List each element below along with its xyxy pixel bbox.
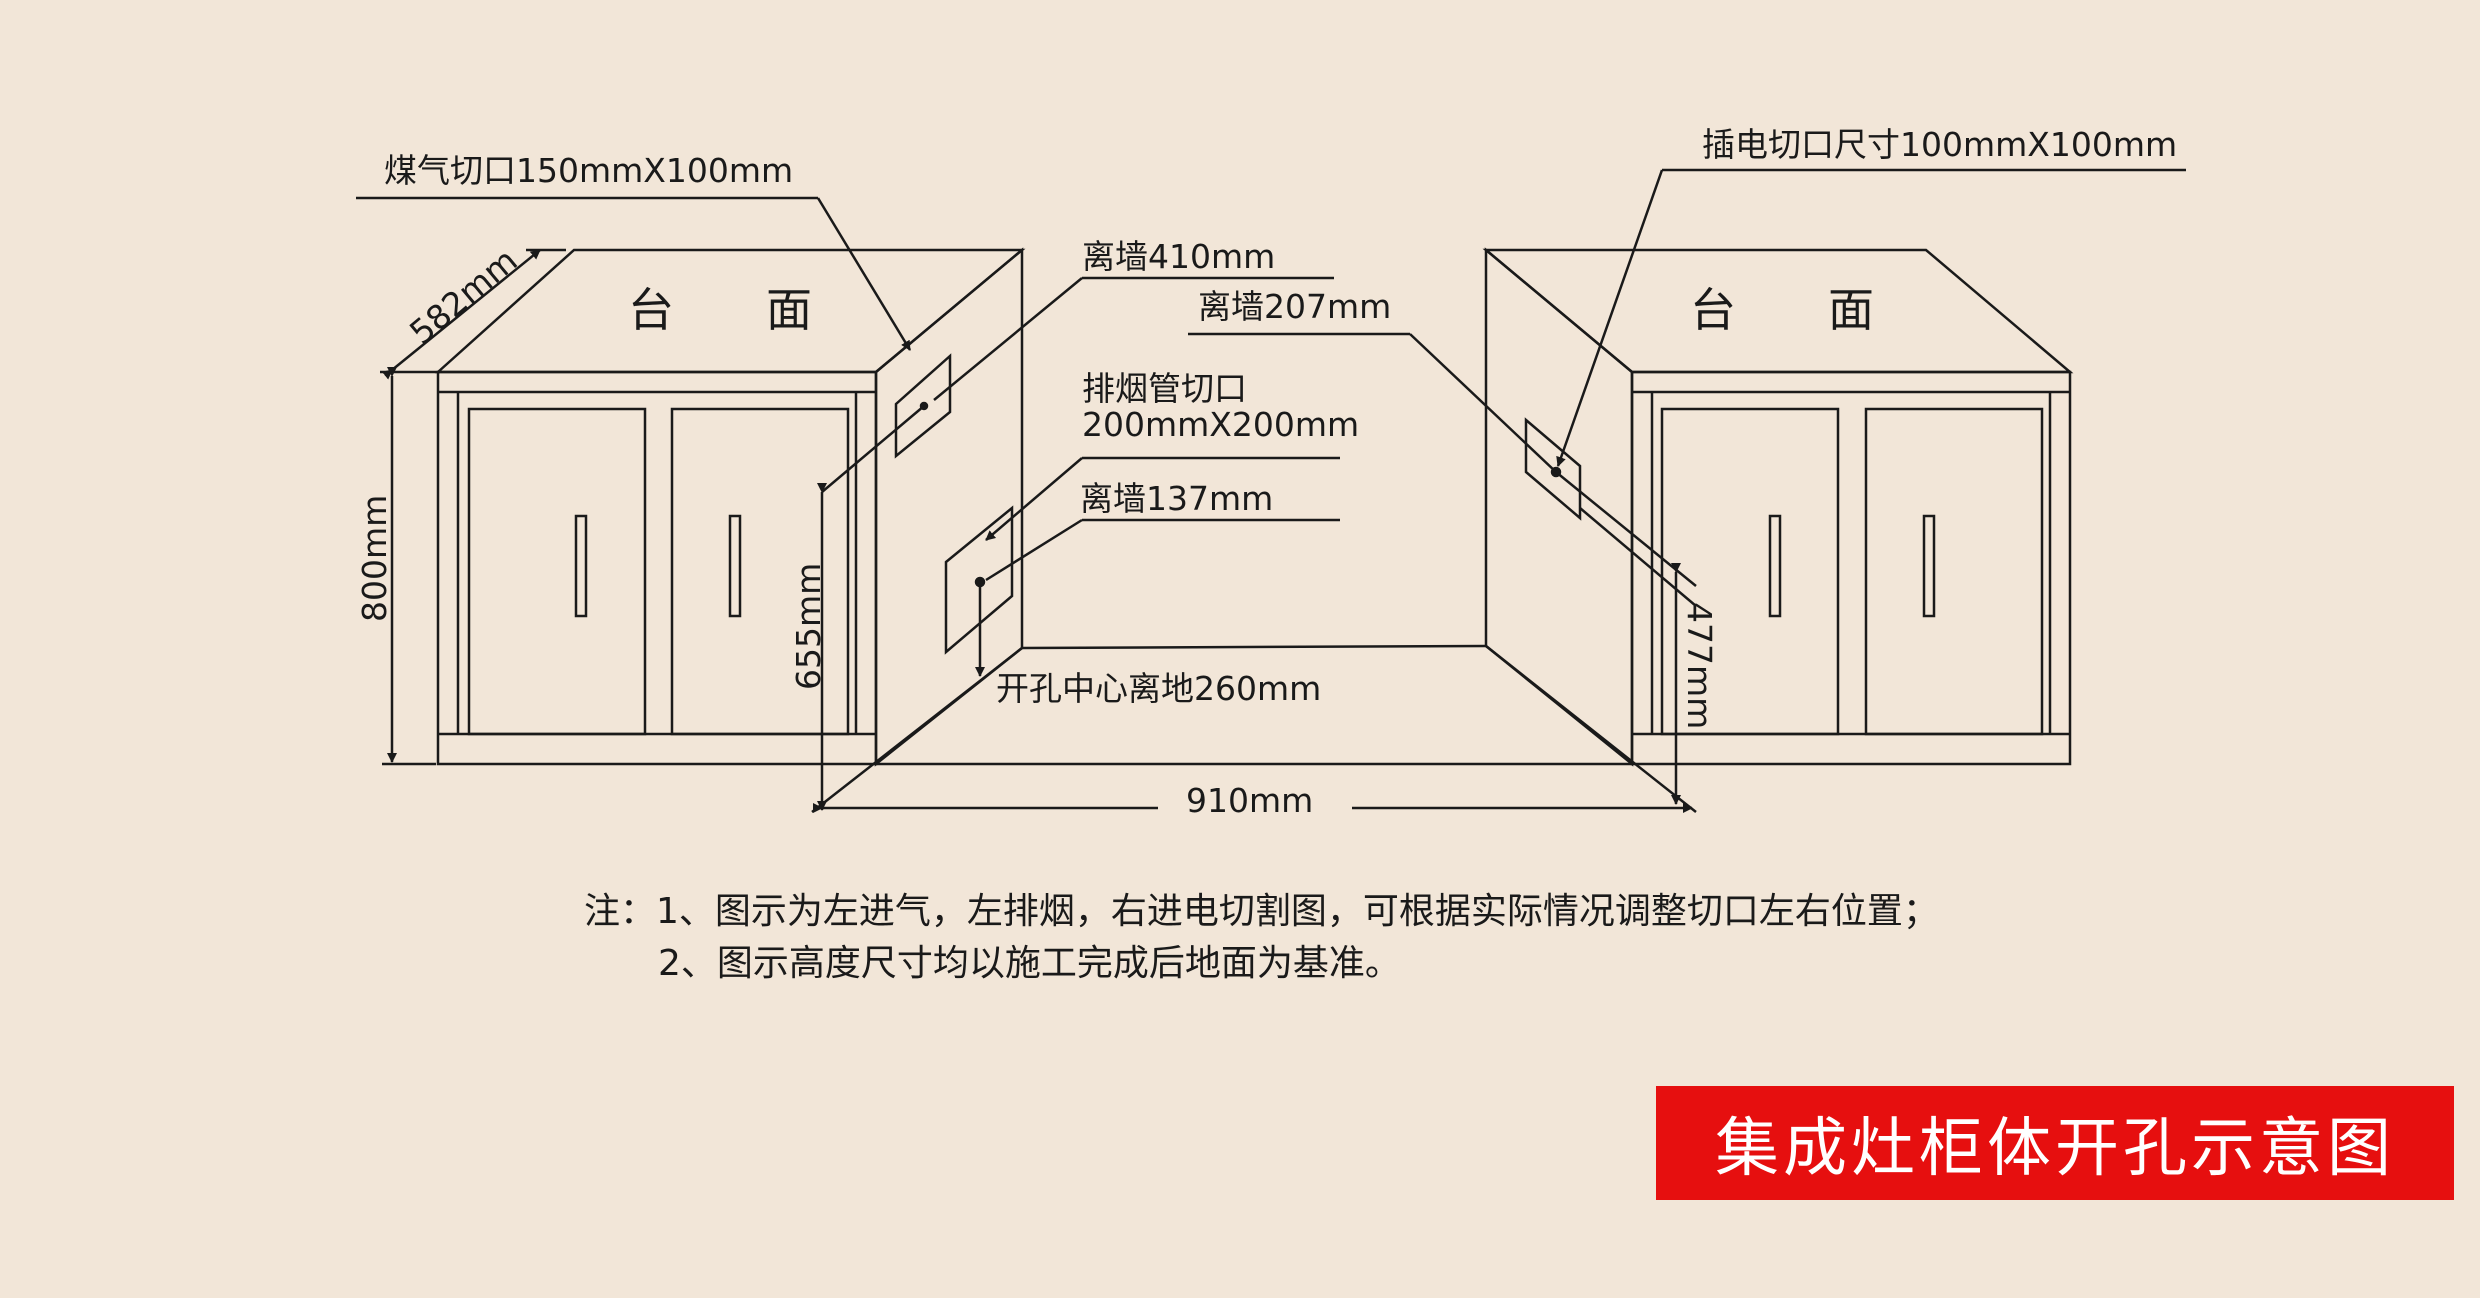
right-cabinet-front — [1630, 370, 2072, 766]
left-door-1-handle — [574, 514, 588, 618]
note-line-2: 2、图示高度尺寸均以施工完成后地面为基准。 — [658, 943, 1401, 984]
exhaust-cutout-size: 200mmX200mm — [1082, 405, 1359, 444]
power-cutout — [1524, 417, 1582, 521]
right-door-2-handle — [1922, 514, 1936, 618]
right-countertop-label: 台 面 — [1690, 283, 1874, 337]
wall-207-label: 离墙207mm — [1198, 287, 1391, 326]
exhaust-cutout-title: 排烟管切口 — [1082, 369, 1247, 408]
title-banner: 集成灶柜体开孔示意图 — [1656, 1086, 2454, 1200]
right-cabinet-side — [1484, 247, 1634, 767]
left-door-2-handle — [728, 514, 742, 618]
h655-label: 655mm — [789, 563, 828, 690]
left-cabinet — [434, 247, 1026, 767]
depth-label: 582mm — [402, 240, 525, 352]
left-door-2 — [670, 407, 850, 736]
dimensions — [380, 248, 1697, 813]
wall-410-label: 离墙410mm — [1082, 237, 1275, 276]
height-label: 800mm — [355, 495, 394, 622]
floor-outline — [811, 644, 1697, 813]
h477-label: 477mm — [1680, 602, 1719, 729]
right-door-1-handle — [1768, 514, 1782, 618]
right-door-1 — [1660, 407, 1840, 736]
wall-137-label: 离墙137mm — [1080, 479, 1273, 518]
hole-center-label: 开孔中心离地260mm — [996, 669, 1321, 708]
left-door-1 — [467, 407, 647, 736]
right-door-2 — [1864, 407, 2044, 736]
exhaust-cutout — [944, 505, 1014, 655]
note-line-1: 注：1、图示为左进气，左排烟，右进电切割图，可根据实际情况调整切口左右位置； — [584, 891, 1939, 932]
left-countertop-label: 台 面 — [628, 283, 812, 337]
gas-cutout-label: 煤气切口150mmX100mm — [384, 151, 793, 190]
width-label: 910mm — [1186, 781, 1313, 820]
leader-lines — [356, 168, 2186, 582]
right-cabinet — [1482, 247, 2074, 767]
power-cutout-label: 插电切口尺寸100mmX100mm — [1702, 125, 2177, 164]
left-cabinet-front — [436, 370, 878, 766]
gas-cutout — [894, 353, 952, 459]
